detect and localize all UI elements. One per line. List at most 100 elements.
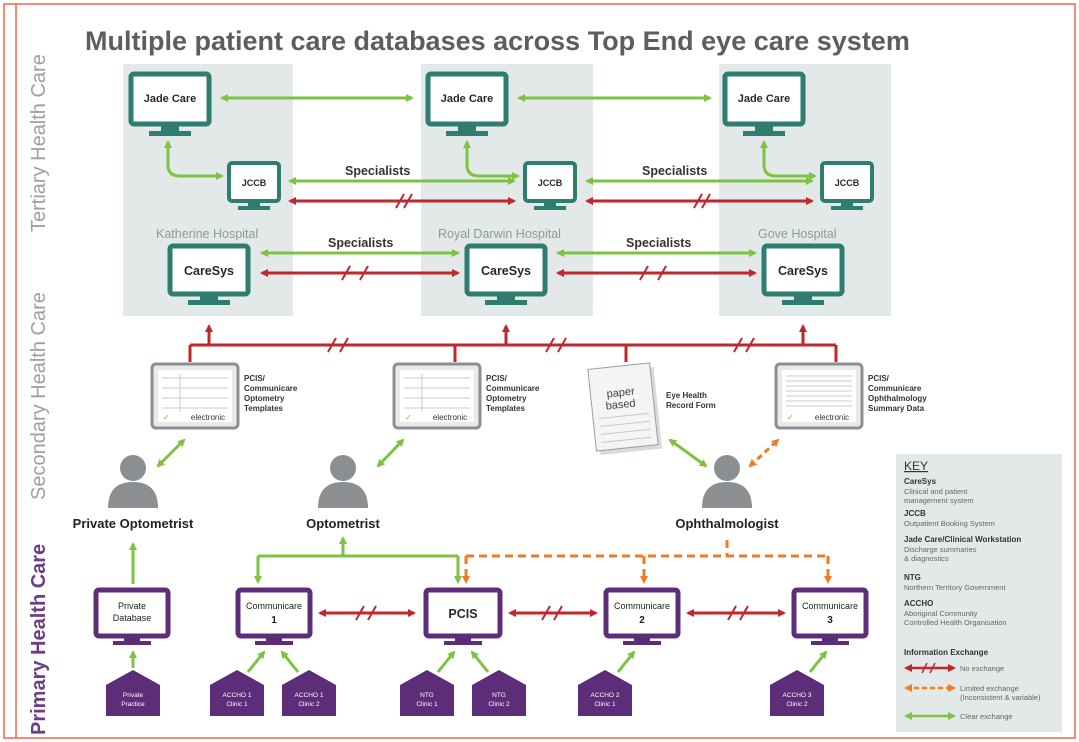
- svg-text:3: 3: [827, 615, 833, 626]
- label-specialists-1: Specialists: [345, 164, 410, 178]
- paper-text-1: paper: [606, 386, 636, 401]
- monitor-caresys-gove: CareSys: [761, 243, 845, 305]
- key-exchange-heading: Information Exchange: [904, 648, 989, 657]
- hospital-name-katherine: Katherine Hospital: [156, 227, 258, 241]
- label-ophthalmologist: Ophthalmologist: [675, 516, 779, 531]
- key-limited-exchange-label-2: (Inconsistent & variable): [960, 693, 1041, 702]
- key-desc: Northern Territory Government: [904, 583, 1006, 592]
- key-term-ntg: NTG: [904, 573, 921, 582]
- monitor-private-database: Private Database: [93, 587, 171, 645]
- template-pcis-optometrist: electronic ✓: [392, 362, 482, 430]
- template-label-3-line1: PCIS/: [868, 374, 890, 383]
- key-term-caresys: CareSys: [904, 477, 937, 486]
- ophthalmologist-branch-arrows: [462, 540, 832, 584]
- hospital-name-gove: Gove Hospital: [758, 227, 837, 241]
- label-specialists-4: Specialists: [626, 236, 691, 250]
- monitor-caresys-katherine: CareSys: [167, 243, 251, 305]
- svg-text:Database: Database: [113, 613, 152, 623]
- paper-based-record: paper based: [587, 362, 663, 456]
- person-icon-optometrist: [318, 455, 368, 508]
- svg-text:Clinic 1: Clinic 1: [416, 701, 438, 708]
- clinic-private-practice: Private Practice: [106, 670, 160, 716]
- key-term-jade-care: Jade Care/Clinical Workstation: [904, 535, 1021, 544]
- monitor-communicare-3: Communicare 3: [791, 587, 869, 645]
- svg-text:Private: Private: [118, 601, 146, 611]
- svg-text:NTG: NTG: [492, 692, 506, 699]
- svg-text:Communicare: Communicare: [614, 601, 670, 611]
- template-label-2-line1: PCIS/: [486, 374, 508, 383]
- key-no-exchange-label: No exchange: [960, 664, 1004, 673]
- monitor-jade-care-gove: Jade Care: [722, 71, 806, 136]
- svg-text:CareSys: CareSys: [481, 264, 531, 278]
- svg-text:Jade Care: Jade Care: [441, 93, 494, 105]
- key-panel: KEY CareSys Clinical and patient managem…: [896, 454, 1062, 732]
- tertiary-clear-exchange-arrows: [164, 94, 817, 257]
- svg-text:electronic: electronic: [433, 413, 467, 422]
- key-desc: management system: [904, 496, 974, 505]
- checkmark-icon: ✓: [787, 413, 794, 422]
- svg-text:Communicare: Communicare: [802, 601, 858, 611]
- optometrist-branch-arrows: [254, 546, 462, 584]
- clinic-ntg-clinic1: NTG Clinic 1: [400, 670, 454, 716]
- break-marks-tertiary: [341, 193, 711, 281]
- svg-text:JCCB: JCCB: [538, 178, 563, 188]
- template-label-1-line2: Communicare: [244, 384, 298, 393]
- svg-text:ACCHO 1: ACCHO 1: [223, 692, 252, 699]
- svg-text:1: 1: [271, 615, 277, 626]
- break-marks-bus: [327, 337, 755, 353]
- template-label-3-line2: Communicare: [868, 384, 922, 393]
- label-specialists-3: Specialists: [328, 236, 393, 250]
- key-clear-exchange-label: Clear exchange: [960, 712, 1013, 721]
- svg-text:Practice: Practice: [121, 701, 145, 708]
- template-label-1-line1: PCIS/: [244, 374, 266, 383]
- band-label-secondary: Secondary Health Care: [28, 292, 50, 500]
- key-desc: Aboriginal Community: [904, 609, 978, 618]
- svg-text:CareSys: CareSys: [184, 264, 234, 278]
- ophthalmologist-template-limited-arrow: [748, 438, 780, 468]
- key-desc: Clinical and patient: [904, 487, 968, 496]
- svg-text:ACCHO 1: ACCHO 1: [295, 692, 324, 699]
- clinic-accho1-clinic1: ACCHO 1 Clinic 1: [210, 670, 264, 716]
- secondary-to-caresys-no-exchange: [188, 324, 838, 362]
- band-label-primary: Primary Health Care: [28, 544, 50, 735]
- svg-text:electronic: electronic: [815, 413, 849, 422]
- svg-text:Communicare: Communicare: [246, 601, 302, 611]
- outer-frame: [3, 3, 1076, 739]
- break-marks-primary: [355, 605, 749, 621]
- monitor-caresys-royal-darwin: CareSys: [464, 243, 548, 305]
- template-label-2-line4: Templates: [486, 404, 526, 413]
- key-term-accho: ACCHO: [904, 599, 933, 608]
- key-desc: Controlled Health Organisation: [904, 618, 1007, 627]
- hospital-name-royal-darwin: Royal Darwin Hospital: [438, 227, 561, 241]
- band-label-tertiary: Tertiary Health Care: [28, 54, 50, 232]
- monitor-jade-care-katherine: Jade Care: [128, 71, 212, 136]
- svg-text:Jade Care: Jade Care: [144, 93, 197, 105]
- person-icon-private-optometrist: [108, 455, 158, 508]
- svg-text:JCCB: JCCB: [242, 178, 267, 188]
- svg-text:Clinic 2: Clinic 2: [298, 701, 320, 708]
- monitor-communicare-1: Communicare 1: [235, 587, 313, 645]
- key-limited-exchange-label: Limited exchange: [960, 684, 1019, 693]
- key-term-jccb: JCCB: [904, 509, 926, 518]
- template-label-2-line2: Communicare: [486, 384, 540, 393]
- template-label-1-line4: Templates: [244, 404, 284, 413]
- svg-text:NTG: NTG: [420, 692, 434, 699]
- checkmark-icon: ✓: [163, 413, 170, 422]
- eye-health-label-1: Eye Health: [666, 391, 707, 400]
- tertiary-no-exchange-arrows: [260, 197, 814, 277]
- svg-text:2: 2: [639, 615, 645, 626]
- template-label-3-line3: Ophthalmology: [868, 394, 927, 403]
- person-icon-ophthalmologist: [702, 455, 752, 508]
- svg-text:electronic: electronic: [191, 413, 225, 422]
- clinic-accho1-clinic2: ACCHO 1 Clinic 2: [282, 670, 336, 716]
- svg-text:ACCHO 3: ACCHO 3: [783, 692, 812, 699]
- template-pcis-private: electronic ✓: [150, 362, 240, 430]
- monitor-communicare-2: Communicare 2: [603, 587, 681, 645]
- template-label-2-line3: Optometry: [486, 394, 527, 403]
- svg-text:CareSys: CareSys: [778, 264, 828, 278]
- template-pcis-ophthalmology: electronic ✓: [774, 362, 864, 430]
- svg-text:Clinic 2: Clinic 2: [786, 701, 808, 708]
- svg-text:Clinic 1: Clinic 1: [594, 701, 616, 708]
- key-desc: Outpatient Booking System: [904, 519, 995, 528]
